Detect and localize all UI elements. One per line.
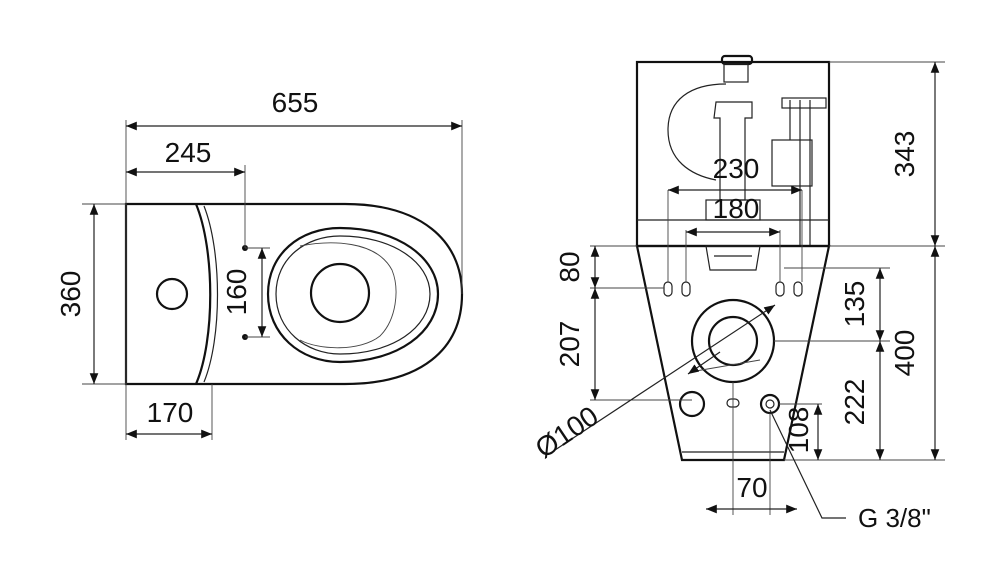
flush-valve (713, 101, 753, 201)
dim-135: 135 (839, 281, 870, 328)
dim-170: 170 (147, 397, 194, 428)
dim-222: 222 (839, 379, 870, 426)
front-view: 343 400 135 222 108 80 207 230 180 Ø100 … (530, 54, 945, 533)
dim-diameter-100: Ø100 (530, 400, 604, 464)
bowl-rim (266, 226, 440, 364)
dim-360: 360 (55, 271, 86, 318)
fill-valve (771, 139, 813, 187)
dim-207: 207 (554, 321, 585, 368)
tank-edge (194, 203, 212, 385)
thread-label: G 3/8" (858, 503, 931, 533)
dim-80: 80 (554, 251, 585, 282)
drain-hole (309, 262, 371, 324)
dim-108: 108 (783, 407, 814, 454)
top-view: 655 245 360 160 170 (55, 87, 464, 440)
dim-245: 245 (165, 137, 212, 168)
outlet-inner (707, 315, 759, 367)
dim-343: 343 (889, 131, 920, 178)
dim-230: 230 (713, 153, 760, 184)
bowl-outline (124, 202, 464, 386)
dim-655: 655 (272, 87, 319, 118)
dim-70: 70 (736, 472, 767, 503)
flush-button (155, 277, 189, 311)
dim-160: 160 (221, 269, 252, 316)
dim-400: 400 (889, 330, 920, 377)
dim-180: 180 (713, 193, 760, 224)
